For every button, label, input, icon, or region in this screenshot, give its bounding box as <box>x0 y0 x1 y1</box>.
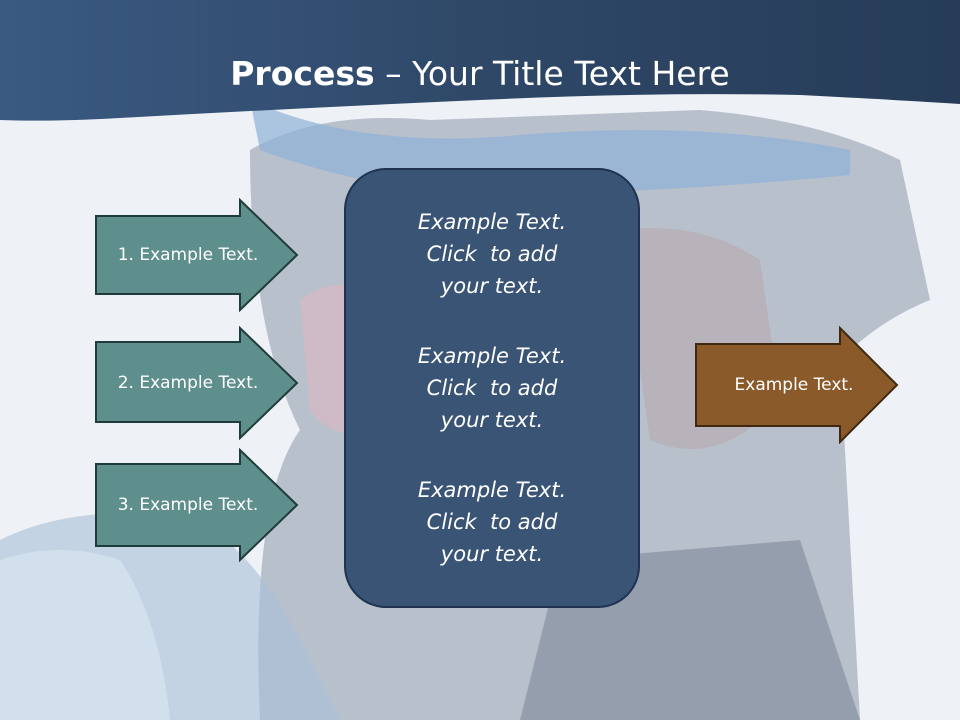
center-paragraph-3-line-2: Click to add <box>426 510 558 534</box>
center-content-box[interactable]: Example Text. Click to add your text. Ex… <box>344 168 640 608</box>
center-paragraph-1-line-1: Example Text. <box>417 210 567 234</box>
left-arrow-2-label: 2. Example Text. <box>117 373 259 393</box>
center-paragraph-2: Example Text. Click to add your text. <box>372 340 612 436</box>
right-arrow[interactable]: Example Text. <box>694 326 900 444</box>
left-arrow-3-label: 3. Example Text. <box>117 495 259 515</box>
left-arrow-1[interactable]: 1. Example Text. <box>94 198 300 312</box>
left-arrow-1-label: 1. Example Text. <box>117 245 259 265</box>
center-paragraph-2-line-1: Example Text. <box>417 344 567 368</box>
center-paragraph-2-line-2: Click to add <box>426 376 558 400</box>
slide-title[interactable]: Process – Your Title Text Here <box>0 52 960 96</box>
center-paragraph-2-line-3: your text. <box>440 408 544 432</box>
left-arrow-3[interactable]: 3. Example Text. <box>94 448 300 562</box>
center-paragraph-3: Example Text. Click to add your text. <box>372 474 612 570</box>
center-paragraph-3-line-1: Example Text. <box>417 478 567 502</box>
title-bold-text: Process <box>230 54 375 93</box>
right-arrow-label: Example Text. <box>734 375 854 395</box>
center-paragraph-3-line-3: your text. <box>440 542 544 566</box>
title-rest-text: – Your Title Text Here <box>374 54 730 93</box>
center-paragraph-1: Example Text. Click to add your text. <box>372 206 612 302</box>
left-arrow-2[interactable]: 2. Example Text. <box>94 326 300 440</box>
center-paragraph-1-line-3: your text. <box>440 274 544 298</box>
center-paragraph-1-line-2: Click to add <box>426 242 558 266</box>
